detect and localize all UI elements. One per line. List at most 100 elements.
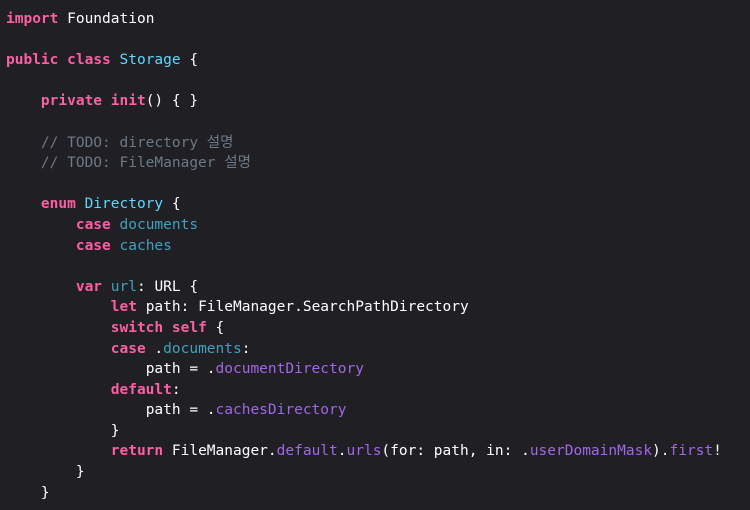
- code-token-kw: self: [171, 319, 207, 336]
- code-indent: [6, 382, 111, 398]
- code-token-case: documents: [163, 340, 242, 357]
- code-token-plain: .: [145, 340, 164, 357]
- code-token-prop: userDomainMask: [529, 443, 653, 460]
- code-token-kw: return: [110, 443, 164, 460]
- code-line[interactable]: case documents: [6, 215, 722, 236]
- code-line[interactable]: let path: FileManager.SearchPathDirector…: [6, 297, 722, 318]
- code-token-plain: FileManager.: [163, 443, 277, 460]
- code-token-plain: :: [241, 340, 251, 357]
- code-token-case: documents: [119, 216, 199, 233]
- code-token-plain: : URL {: [136, 278, 199, 295]
- code-indent: [6, 423, 111, 439]
- code-token-type: Storage: [119, 52, 181, 69]
- code-line[interactable]: }: [6, 483, 722, 504]
- code-token-type: Directory: [84, 196, 164, 213]
- code-token-prop: cachesDirectory: [215, 402, 347, 419]
- code-line[interactable]: [6, 30, 722, 51]
- code-token-kw: public: [6, 52, 59, 69]
- code-token-plain: [111, 238, 120, 254]
- code-line[interactable]: private init() { }: [6, 91, 722, 112]
- code-indent: [6, 361, 146, 377]
- code-token-plain: {: [163, 196, 181, 213]
- code-token-kw: enum: [40, 196, 76, 213]
- code-token-plain: (for: path, in: .: [381, 443, 530, 460]
- code-line[interactable]: case .documents:: [6, 339, 722, 360]
- code-token-plain: }: [40, 484, 50, 501]
- code-token-kw: case: [110, 340, 146, 357]
- code-token-plain: path = .: [145, 361, 216, 378]
- code-line[interactable]: [6, 71, 722, 92]
- code-token-kw: import: [6, 11, 59, 27]
- code-line[interactable]: return FileManager.default.urls(for: pat…: [6, 441, 722, 462]
- code-indent: [6, 485, 41, 501]
- code-line[interactable]: path = .cachesDirectory: [6, 400, 722, 421]
- code-line[interactable]: public class Storage {: [6, 50, 722, 71]
- code-token-case: url: [110, 278, 137, 295]
- code-indent: [6, 279, 76, 295]
- code-token-comment: // TODO: FileManager 설명: [40, 155, 251, 172]
- code-token-plain: path: FileManager.SearchPathDirectory: [136, 299, 469, 316]
- code-token-kw: var: [75, 278, 103, 295]
- code-token-prop: urls: [346, 443, 382, 460]
- code-indent: [6, 217, 76, 233]
- code-token-plain: [102, 93, 111, 109]
- code-line[interactable]: enum Directory {: [6, 194, 722, 215]
- code-token-kw: switch: [110, 319, 164, 336]
- code-token-plain: !: [713, 443, 722, 460]
- code-token-plain: path = .: [145, 402, 216, 419]
- code-token-prop: documentDirectory: [215, 361, 364, 378]
- code-token-plain: .: [337, 443, 347, 460]
- code-token-plain: Foundation: [58, 11, 155, 27]
- code-token-case: caches: [119, 237, 172, 254]
- code-token-plain: [58, 52, 67, 68]
- code-token-kw: case: [75, 216, 111, 233]
- code-line[interactable]: // TODO: directory 설명: [6, 133, 722, 154]
- code-token-plain: {: [206, 319, 225, 336]
- code-indent: [6, 135, 41, 151]
- code-token-plain: {: [180, 52, 199, 69]
- code-indent: [6, 464, 76, 480]
- code-line[interactable]: [6, 112, 722, 133]
- code-line[interactable]: [6, 256, 722, 277]
- code-token-plain: :: [171, 381, 181, 398]
- code-token-kw: case: [75, 237, 111, 254]
- code-line[interactable]: path = .documentDirectory: [6, 359, 722, 380]
- code-token-plain: [102, 279, 111, 295]
- code-indent: [6, 402, 146, 418]
- code-line[interactable]: var url: URL {: [6, 277, 722, 298]
- code-line[interactable]: switch self {: [6, 318, 722, 339]
- code-indent: [6, 93, 41, 109]
- code-token-kw: default: [110, 381, 172, 398]
- code-token-kw: let: [110, 299, 137, 316]
- code-line[interactable]: case caches: [6, 236, 722, 257]
- code-indent: [6, 238, 76, 254]
- code-token-kw: init: [110, 93, 146, 110]
- code-token-plain: [111, 217, 120, 233]
- code-line[interactable]: }: [6, 462, 722, 483]
- code-token-kw: private: [40, 93, 103, 110]
- code-indent: [6, 443, 111, 459]
- code-indent: [6, 320, 111, 336]
- code-line[interactable]: default:: [6, 380, 722, 401]
- code-token-plain: [163, 320, 172, 336]
- code-indent: [6, 341, 111, 357]
- code-line[interactable]: import Foundation: [6, 9, 722, 30]
- code-token-plain: () { }: [145, 93, 199, 110]
- code-token-plain: [111, 52, 120, 68]
- code-line[interactable]: // TODO: FileManager 설명: [6, 153, 722, 174]
- code-line[interactable]: }: [6, 421, 722, 442]
- code-token-prop: default: [276, 443, 338, 460]
- code-token-plain: [76, 196, 85, 212]
- code-token-plain: }: [75, 464, 85, 481]
- code-token-comment: // TODO: directory 설명: [40, 134, 234, 151]
- code-token-plain: }: [110, 422, 120, 439]
- code-token-kw: class: [67, 52, 111, 69]
- code-token-plain: ).: [652, 443, 670, 460]
- code-indent: [6, 299, 111, 315]
- code-indent: [6, 155, 41, 171]
- code-indent: [6, 196, 41, 212]
- code-line[interactable]: [6, 174, 722, 195]
- code-token-prop: first: [669, 443, 714, 460]
